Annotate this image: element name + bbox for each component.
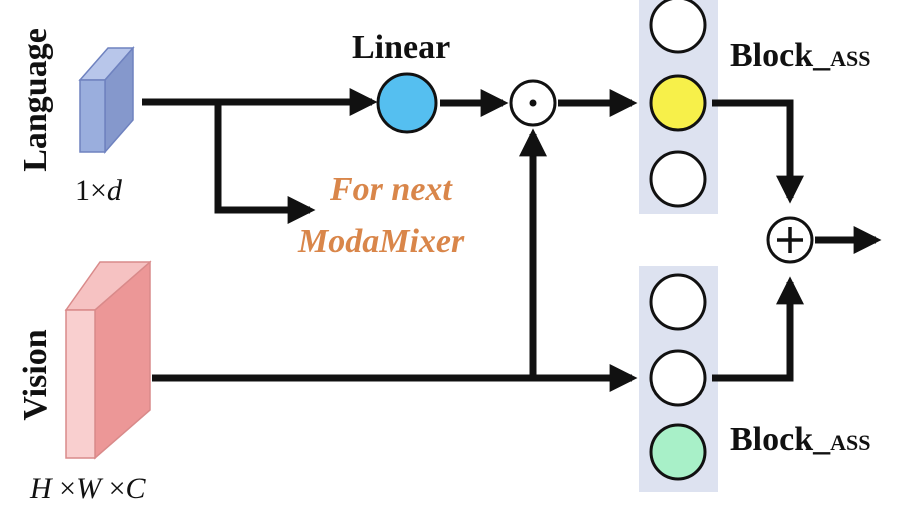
vision-dim-label: H ×W ×C [29, 472, 147, 505]
top-selection-panel [639, 0, 718, 214]
top-panel-option-2-selected [649, 74, 707, 132]
block-ass-bottom-label: Block_ASS [730, 421, 870, 458]
for-next-branch-arrow [214, 102, 316, 224]
linear-node [376, 72, 438, 134]
top-panel-option-3 [649, 150, 707, 208]
vision-feature-block [64, 260, 152, 460]
block-ass-top-label: Block_ASS [730, 37, 870, 74]
top-to-sum-arrow [712, 99, 804, 204]
language-feature-block [78, 46, 135, 154]
bottom-panel-option-3 [649, 423, 707, 481]
bottom-selection-panel [639, 266, 718, 492]
top-panel-option-1 [649, 0, 707, 54]
language-label: Language [17, 28, 54, 172]
for-next-label-line2: ModaMixer [297, 223, 465, 260]
bottom-panel-option-1 [649, 273, 707, 331]
for-next-label-line1: For next [329, 171, 453, 208]
language-dim-label: 1×d [75, 174, 123, 207]
bottom-panel-option-2-selected [649, 349, 707, 407]
bottom-to-sum-arrow [712, 276, 804, 382]
linear-label: Linear [352, 29, 450, 66]
dot-product-symbol [529, 99, 537, 107]
vision-label: Vision [17, 329, 54, 420]
